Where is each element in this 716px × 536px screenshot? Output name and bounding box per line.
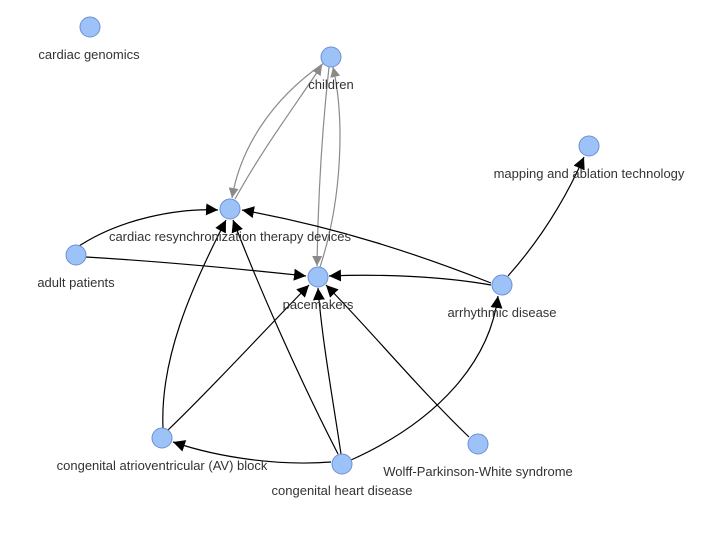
edge-av-block-to-crt-devices [162, 219, 227, 429]
node-pacemakers[interactable]: pacemakers [283, 266, 354, 312]
node-circle[interactable] [65, 244, 87, 266]
node-label: pacemakers [283, 297, 354, 312]
node-label: congenital heart disease [272, 483, 413, 498]
node-circle[interactable] [307, 266, 329, 288]
edge-chd-to-crt-devices [231, 219, 339, 455]
node-circle[interactable] [219, 198, 241, 220]
node-congenital-av-block[interactable]: congenital atrioventricular (AV) block [57, 427, 268, 473]
edges-layer [75, 62, 585, 464]
node-circle[interactable] [151, 427, 173, 449]
node-arrhythmic-disease[interactable]: arrhythmic disease [447, 274, 557, 320]
node-wolff-parkinson-white[interactable]: Wolff-Parkinson-White syndrome [383, 433, 573, 479]
node-label: adult patients [37, 275, 115, 290]
node-circle[interactable] [491, 274, 513, 296]
edge-pacemakers-to-children [319, 66, 341, 268]
node-crt-devices[interactable]: cardiac resynchronization therapy device… [109, 198, 352, 244]
node-label: cardiac resynchronization therapy device… [109, 229, 352, 244]
node-adult-patients[interactable]: adult patients [37, 244, 115, 290]
edge-children-to-crt-devices [228, 62, 325, 199]
edge-crt-devices-to-children [234, 64, 323, 200]
node-label: Wolff-Parkinson-White syndrome [383, 464, 573, 479]
node-circle[interactable] [331, 453, 353, 475]
edge-adult-patients-to-pacemakers [85, 256, 307, 281]
edge-av-block-to-pacemakers [167, 284, 310, 431]
node-mapping-ablation-technology[interactable]: mapping and ablation technology [494, 135, 685, 181]
edge-arrhythmic-to-crt-devices [241, 206, 492, 284]
edge-chd-to-arrhythmic [350, 295, 503, 461]
edge-arrhythmic-to-pacemakers [328, 269, 492, 286]
node-circle[interactable] [578, 135, 600, 157]
node-label: cardiac genomics [38, 47, 140, 62]
node-circle[interactable] [467, 433, 489, 455]
node-circle[interactable] [79, 16, 101, 38]
node-children[interactable]: children [308, 46, 354, 92]
edge-wpw-to-pacemakers [325, 284, 470, 438]
node-label: mapping and ablation technology [494, 166, 685, 181]
node-label: congenital atrioventricular (AV) block [57, 458, 268, 473]
node-cardiac-genomics[interactable]: cardiac genomics [38, 16, 140, 62]
edge-chd-to-av-block [172, 440, 332, 464]
edge-children-to-pacemakers [312, 66, 330, 267]
node-label: children [308, 77, 354, 92]
nodes-layer: cardiac genomics children mapping and ab… [37, 16, 685, 498]
edge-chd-to-pacemakers [312, 287, 342, 455]
edge-arrhythmic-to-mapping-ablation [507, 156, 585, 277]
edge-adult-patients-to-crt-devices [75, 203, 219, 249]
node-circle[interactable] [320, 46, 342, 68]
node-congenital-heart-disease[interactable]: congenital heart disease [272, 453, 413, 498]
node-label: arrhythmic disease [447, 305, 556, 320]
